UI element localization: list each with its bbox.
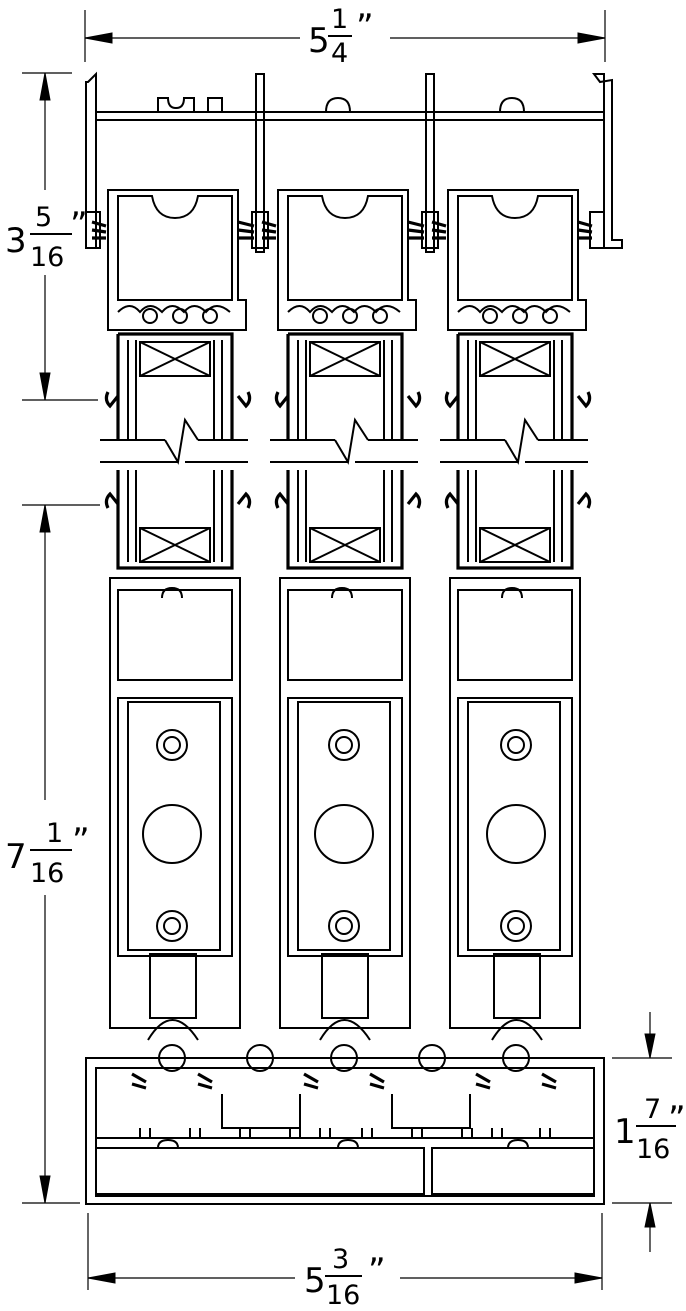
bottom-width-denominator: 16 <box>326 1280 360 1311</box>
panel-height-dimension: 7 1 16 ” <box>5 504 100 1204</box>
sill-height-dimension: 1 7 16 ” <box>612 1012 686 1252</box>
head-height-whole: 3 <box>5 221 27 261</box>
panel-3 <box>431 189 593 1090</box>
sill-height-whole: 1 <box>614 1112 636 1152</box>
break-lines <box>100 439 588 463</box>
head-height-unit: ” <box>70 205 88 245</box>
sill-track <box>85 1044 605 1205</box>
bottom-width-numerator: 3 <box>332 1244 349 1275</box>
head-height-denominator: 16 <box>30 242 64 273</box>
bottom-width-whole: 5 <box>304 1261 326 1301</box>
top-width-dimension: 5 1 4 ” <box>84 4 606 69</box>
panel-height-denominator: 16 <box>30 858 64 889</box>
sill-height-numerator: 7 <box>644 1094 661 1125</box>
bottom-width-unit: ” <box>368 1251 386 1291</box>
top-width-denominator: 4 <box>331 38 348 69</box>
panel-height-whole: 7 <box>5 837 27 877</box>
top-width-unit: ” <box>356 7 374 47</box>
top-width-numerator: 1 <box>331 4 348 35</box>
panel-height-numerator: 1 <box>46 818 63 849</box>
head-height-numerator: 5 <box>35 202 52 233</box>
head-track <box>85 71 623 253</box>
bottom-width-dimension: 5 3 16 ” <box>87 1213 603 1311</box>
sill-height-denominator: 16 <box>636 1134 670 1165</box>
sill-height-unit: ” <box>668 1099 686 1139</box>
head-height-dimension: 3 5 16 ” <box>5 72 98 401</box>
panel-1 <box>91 189 255 1090</box>
panel-height-unit: ” <box>72 821 90 861</box>
top-width-whole: 5 <box>308 21 330 61</box>
panel-2 <box>261 189 425 1090</box>
